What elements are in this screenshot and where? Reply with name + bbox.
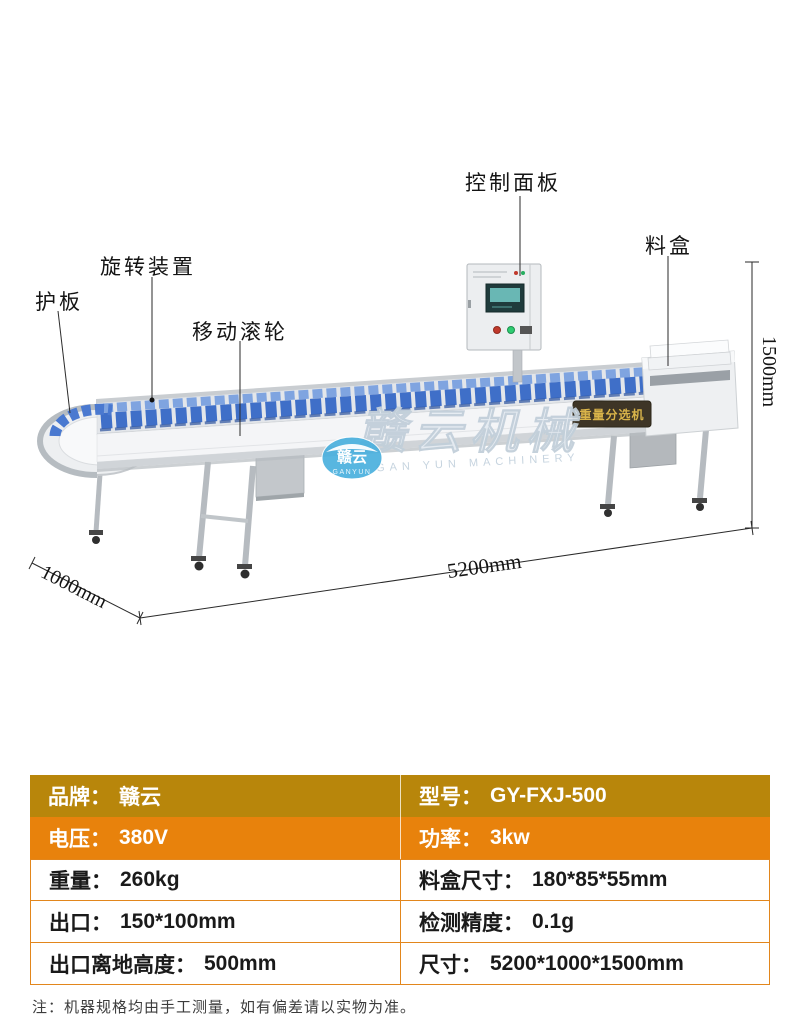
spec-cell-outlet: 出口： 150*100mm: [31, 901, 400, 942]
leader-lines: [57, 196, 669, 436]
spec-row-outletheight-size: 出口离地高度： 500mm 尺寸： 5200*1000*1500mm: [30, 943, 770, 985]
spec-label: 检测精度：: [419, 911, 524, 935]
measurement-note: 注：机器规格均由手工测量，如有偏差请以实物为准。: [32, 999, 417, 1016]
spec-value: 260kg: [120, 868, 180, 891]
label-moving-roller: 移动滚轮: [192, 320, 288, 344]
logo-text-en: GANYUN: [333, 469, 372, 476]
spec-label: 出口离地高度：: [49, 953, 196, 977]
label-guard-plate: 护板: [35, 290, 83, 314]
spec-value: GY-FXJ-500: [490, 784, 607, 807]
spec-label: 品牌：: [48, 786, 111, 809]
dimension-height: 1500mm: [758, 336, 780, 408]
spec-row-brand-model: 品牌： 赣云 型号： GY-FXJ-500: [30, 775, 770, 817]
spec-row-weight-traysize: 重量： 260kg 料盒尺寸： 180*85*55mm: [30, 859, 770, 901]
dimension-lines: [28, 261, 759, 626]
spec-label: 电压：: [48, 828, 111, 851]
spec-cell-brand: 品牌： 赣云: [30, 775, 400, 817]
spec-value: 150*100mm: [120, 909, 236, 933]
spec-cell-traysize: 料盒尺寸： 180*85*55mm: [400, 860, 769, 900]
machine-plate: 重量分选机: [572, 400, 652, 428]
material-box-trays: [641, 339, 739, 437]
caster-wheel: [194, 561, 204, 571]
label-control-panel: 控制面板: [465, 171, 561, 195]
spec-cell-size: 尺寸： 5200*1000*1500mm: [400, 943, 769, 984]
logo-text: 赣云: [337, 448, 367, 466]
spec-cell-precision: 检测精度： 0.1g: [400, 901, 769, 942]
machine-plate-text: 重量分选机: [579, 407, 644, 422]
control-panel: [466, 263, 542, 383]
machine-legs: [89, 425, 709, 579]
spec-cell-voltage: 电压： 380V: [30, 817, 400, 859]
spec-row-voltage-power: 电压： 380V 功率： 3kw: [30, 817, 770, 859]
spec-value: 3kw: [490, 826, 530, 849]
spec-label: 功率：: [419, 828, 482, 851]
start-button: [507, 326, 515, 334]
label-rotating-device: 旋转装置: [100, 255, 196, 279]
caster-wheel: [92, 536, 100, 544]
spec-value: 500mm: [204, 951, 277, 975]
machine-illustration: 重量分选机 赣云机械 GAN YUN MACHINERY: [28, 196, 759, 626]
watermark-brand: 赣云机械: [358, 406, 582, 459]
spec-cell-weight: 重量： 260kg: [31, 860, 400, 900]
caster-wheel: [604, 509, 612, 517]
spec-value: 5200*1000*1500mm: [490, 951, 684, 975]
spec-label: 型号：: [419, 786, 482, 809]
watermark: 赣云机械 GAN YUN MACHINERY 赣云 GANYUN: [321, 406, 582, 480]
spec-value: 赣云: [119, 786, 161, 809]
spec-value: 180*85*55mm: [532, 868, 668, 891]
caster-wheel: [240, 569, 250, 579]
brand-logo: 赣云 GANYUN: [321, 436, 383, 480]
spec-cell-model: 型号： GY-FXJ-500: [400, 775, 770, 817]
caster-wheel: [696, 503, 704, 511]
spec-label: 料盒尺寸：: [419, 870, 524, 893]
spec-table: 品牌： 赣云 型号： GY-FXJ-500 电压： 380V 功率： 3kw 重…: [30, 775, 770, 985]
spec-value: 380V: [119, 826, 169, 849]
spec-label: 出口：: [49, 911, 112, 935]
label-material-box: 料盒: [645, 234, 693, 258]
spec-cell-power: 功率： 3kw: [400, 817, 770, 859]
spec-label: 重量：: [49, 870, 112, 893]
spec-row-outlet-precision: 出口： 150*100mm 检测精度： 0.1g: [30, 901, 770, 943]
spec-cell-outlet-height: 出口离地高度： 500mm: [31, 943, 400, 984]
stop-button: [493, 326, 501, 334]
spec-value: 0.1g: [532, 909, 575, 933]
spec-label: 尺寸：: [419, 953, 482, 977]
